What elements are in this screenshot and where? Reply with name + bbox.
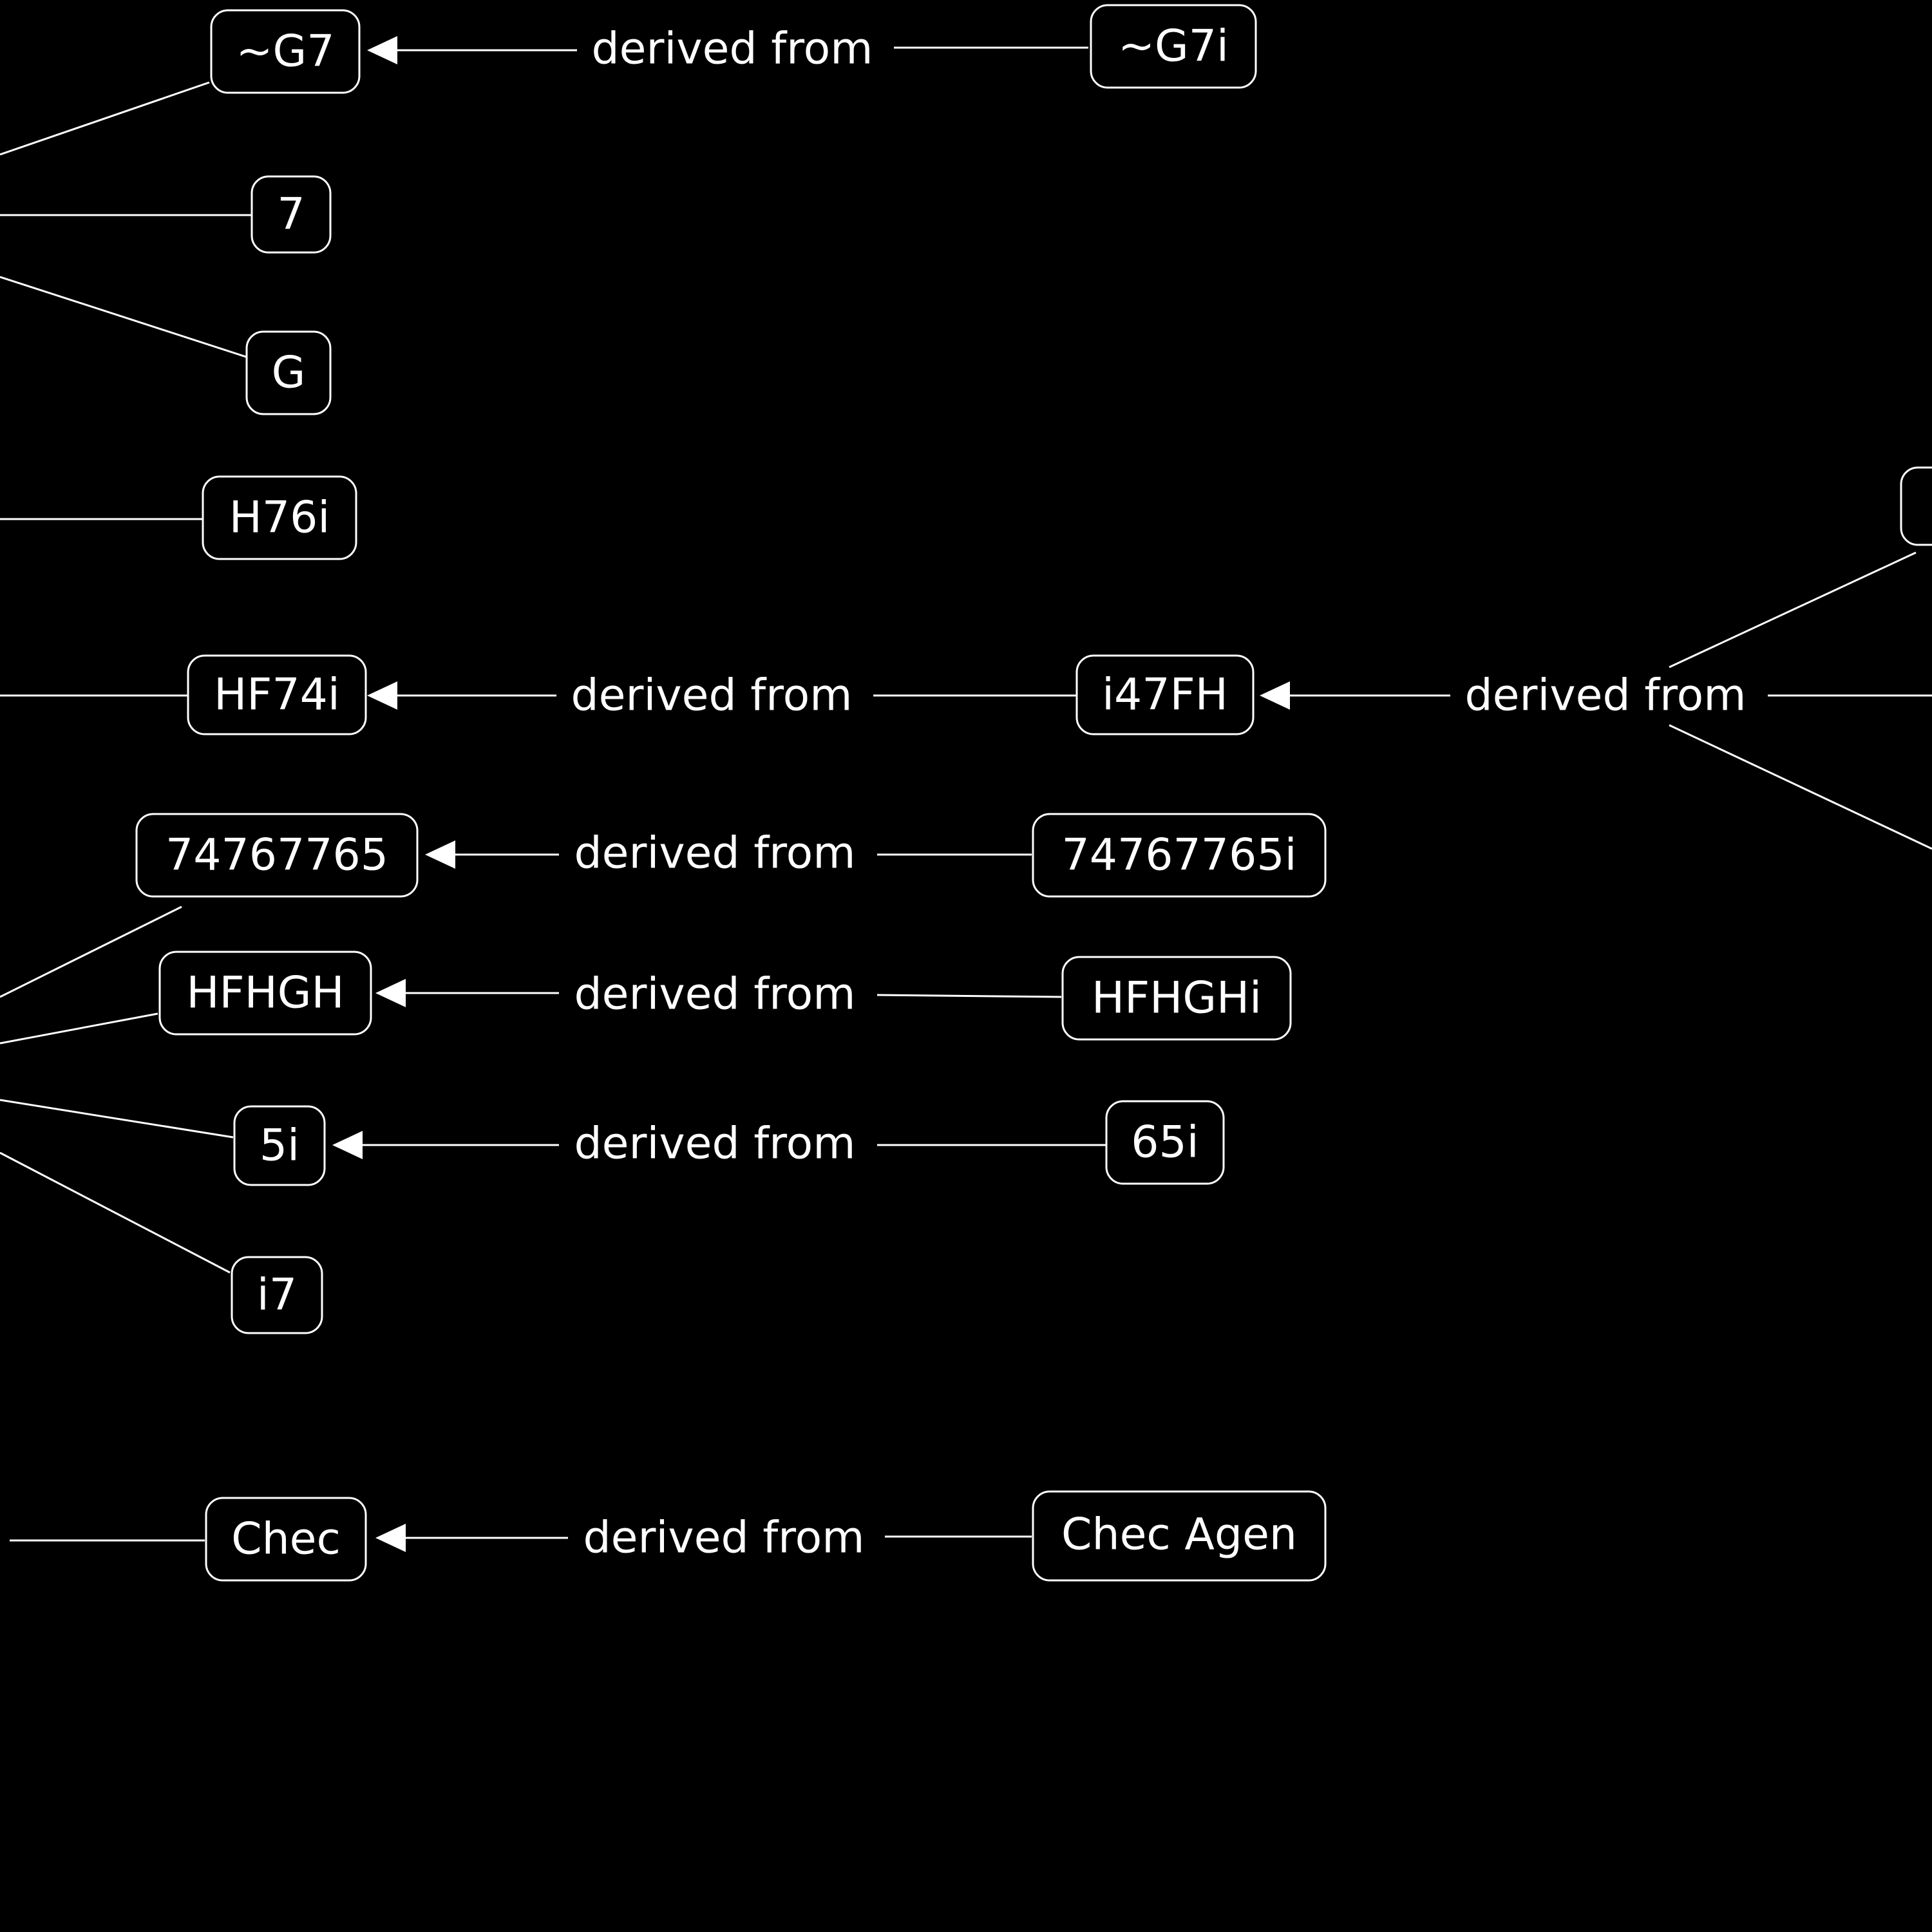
node-label: 65i [1131,1117,1198,1168]
connector-g [0,276,249,359]
node-i7[interactable]: i7 [231,1256,323,1334]
edge-g7i-to-g7: derived from [367,24,1088,75]
node-label: HF74i [214,670,340,721]
node-label: G [272,348,306,399]
node-label: HFHGH [186,968,344,1019]
arrowhead [1260,681,1290,710]
node-g[interactable]: G [245,330,332,415]
node-g7i[interactable]: ~G7i [1090,4,1257,89]
edge-label-i47fh: derived from [1465,670,1747,721]
arrowhead [375,979,406,1007]
node-label: 74767765 [166,830,388,881]
edge-chec-agen-to-chec: derived from [375,1513,1032,1564]
node-label: ~G7 [236,26,335,77]
arrowhead [367,36,397,64]
node-label: H76i [229,493,330,544]
node-label: HFHGHi [1092,973,1262,1024]
node-5i[interactable]: 5i [233,1105,326,1186]
node-label: Chec [231,1514,341,1565]
node-hfhgh[interactable]: HFHGH [158,951,372,1036]
node-h76i[interactable]: H76i [202,475,357,560]
edge-i47fh-to-hf74i: derived from [367,670,1077,721]
node-74767765[interactable]: 74767765 [135,813,419,898]
node-hf74i[interactable]: HF74i [187,654,367,735]
node-label: i47FH [1102,670,1228,721]
connector-hfhgh [0,1012,158,1045]
connector-hub-up [1669,551,1917,668]
edge-label-74767765: derived from [574,828,856,879]
arrowhead [375,1524,406,1552]
node-label: 5i [260,1121,299,1171]
edge-label-hfhgh: derived from [574,969,856,1020]
connector-hub-down [1669,724,1932,850]
node-chec-agen[interactable]: Chec Agen [1032,1490,1327,1582]
node-label: 7 [277,189,305,240]
edge-label-5i: derived from [574,1119,856,1170]
node-i47fh[interactable]: i47FH [1075,654,1255,735]
node-label: i7 [257,1270,297,1321]
edge-hub-to-i47fh: derived from [1260,670,1932,721]
edge-74767765i-to-74767765: derived from [425,828,1032,879]
connector-74767765 [0,905,182,998]
node-chec[interactable]: Chec [205,1497,367,1582]
connector-i7 [0,1151,231,1274]
edge-label-g7: derived from [592,24,873,75]
node-hfhghi[interactable]: HFHGHi [1061,956,1292,1041]
node-65i[interactable]: 65i [1105,1100,1225,1185]
node-label: Chec Agen [1061,1510,1297,1560]
edge-hfhghi-to-hfhgh: derived from [375,969,1062,1020]
connector-5i [0,1099,234,1139]
edge-label-hf74i: derived from [571,670,853,721]
node-g7[interactable]: ~G7 [210,9,361,94]
node-7[interactable]: 7 [251,175,332,254]
arrowhead [332,1131,363,1159]
edge-label-chec: derived from [583,1513,865,1564]
node-74767765i[interactable]: 74767765i [1032,813,1327,898]
node-label: 74767765i [1061,830,1296,881]
edge-65i-to-5i: derived from [332,1119,1106,1170]
arrowhead [367,681,397,710]
connector-g7 [0,81,210,156]
arrowhead [425,840,455,869]
node-offscreen-right[interactable] [1900,466,1932,546]
node-label: ~G7i [1118,21,1229,72]
